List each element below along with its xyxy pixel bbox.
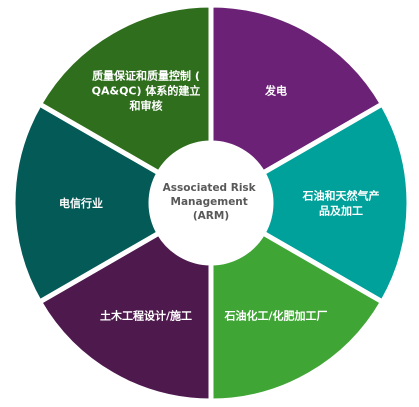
segment-2-label: 石油和天然气产品及加工: [302, 189, 380, 218]
segment-4-label-line-1: 土木工程设计/施工: [100, 309, 192, 323]
center-label-line-1: Associated Risk: [163, 182, 257, 194]
segment-6-label-line-1: 质量保证和质量控制 (: [92, 68, 200, 82]
segment-3-label-line-1: 石油化工/化肥加工厂: [223, 309, 327, 323]
center-label: Associated Risk Management (ARM): [163, 182, 260, 222]
center-label-line-2: Management: [171, 196, 248, 208]
segment-2-label-line-2: 品及加工: [319, 204, 363, 218]
segment-4-label: 土木工程设计/施工: [100, 309, 192, 323]
segment-6-label-line-3: 和审核: [130, 98, 163, 112]
segment-6-label: 质量保证和质量控制 (QA&QC) 体系的建立和审核: [92, 68, 201, 112]
segment-1-label: 发电: [264, 83, 287, 97]
segment-3-label: 石油化工/化肥加工厂: [223, 309, 327, 323]
center-label-line-3: (ARM): [193, 210, 229, 222]
segment-6-label-line-2: QA&QC) 体系的建立: [92, 83, 201, 97]
center-hub: [151, 143, 271, 263]
segment-5-label: 电信行业: [59, 196, 103, 210]
segment-1-label-line-1: 发电: [264, 83, 287, 97]
segment-5-label-line-1: 电信行业: [59, 196, 103, 210]
segment-2-label-line-1: 石油和天然气产: [302, 189, 380, 203]
